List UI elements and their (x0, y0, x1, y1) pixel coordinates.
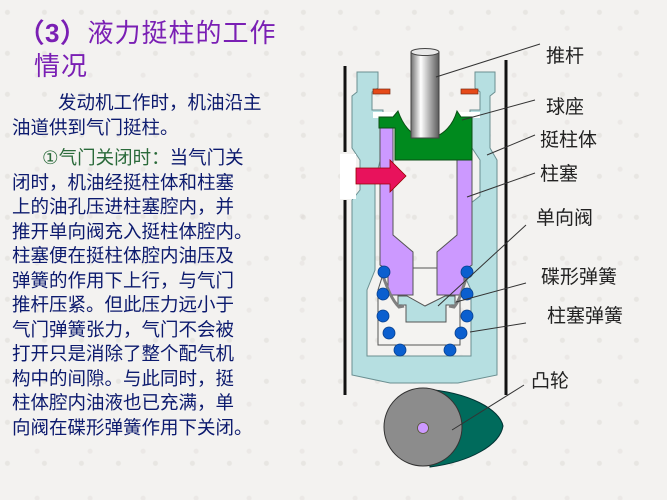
para2-line-2: 上的油孔压进柱塞腔内，并 (12, 197, 235, 218)
para2-line-0: 当气门关 (169, 148, 244, 169)
label-disc-spring: 碟形弹簧 (541, 266, 618, 288)
para2-line-1: 闭时，机油经挺柱体和柱塞 (12, 172, 235, 194)
label-tappet-body: 挺柱体 (540, 129, 598, 151)
title-line1: 液力挺柱的工作 (87, 19, 277, 49)
label-push-rod: 推杆 (546, 45, 585, 67)
valve-closed-paragraph: ①气门关闭时：当气门关 闭时，机油经挺柱体和柱塞 上的油孔压进柱塞腔内，并 推开… (12, 147, 327, 441)
leader-check-valve (437, 224, 527, 307)
push-rod (410, 48, 440, 139)
leader-plunger (466, 172, 536, 198)
label-plunger-spring: 柱塞弹簧 (547, 305, 624, 327)
title-line2: 情况 (34, 52, 89, 82)
intro-line2: 油道供到气门挺柱。 (12, 117, 179, 139)
intro-paragraph: 发动机工作时，机油沿主 油道供到气门挺柱。 (12, 92, 322, 141)
para2-line-6: 推杆压紧。但此压力远小于 (12, 295, 235, 316)
leader-tappet-body (486, 134, 536, 156)
disc-spring-left (381, 275, 405, 309)
para2-line-9: 构中的间隙。与此同时，挺 (12, 368, 235, 390)
para2-line-7: 气门弹簧张力，气门不会被 (12, 319, 235, 341)
oil-inlet-opening (340, 154, 356, 199)
para2-line-5: 弹簧的作用下上行，与气门 (12, 270, 235, 292)
label-ball-seat: 球座 (546, 96, 585, 118)
plunger-spring (376, 265, 474, 357)
oil-hole-marker-right (460, 88, 479, 95)
para2-line-8: 打开只是消除了整个配气机 (12, 344, 235, 365)
para2-line-10: 柱体腔内油液也已充满，单 (12, 393, 235, 414)
leader-ball-seat (461, 99, 536, 121)
leader-plunger-spring (469, 322, 527, 333)
valve-closed-heading: ①气门关闭时： (42, 148, 170, 169)
leader-disc-spring (455, 282, 527, 303)
label-check-valve: 单向阀 (536, 207, 594, 229)
leader-push-rod (435, 43, 541, 78)
oil-passage-left (373, 112, 395, 118)
leader-cam (451, 384, 525, 431)
oil-hole-marker-left (372, 88, 391, 95)
intro-line1: 发动机工作时，机油沿主 (58, 93, 262, 114)
para2-line-4: 柱塞便在挺柱体腔内油压及 (12, 246, 235, 267)
section-number: （3） (18, 18, 88, 48)
para2-line-11: 向阀在碟形弹簧作用下关闭。 (12, 417, 253, 439)
para2-line-3: 推开单向阀充入挺柱体腔内。 (12, 221, 253, 243)
oil-inflow-arrow (355, 159, 407, 193)
label-cam: 凸轮 (531, 370, 570, 392)
label-plunger: 柱塞 (540, 163, 579, 185)
oil-passage-right (458, 112, 480, 118)
cam (383, 387, 504, 468)
slide-title: （3）液力挺柱的工作 情况 (18, 17, 328, 84)
